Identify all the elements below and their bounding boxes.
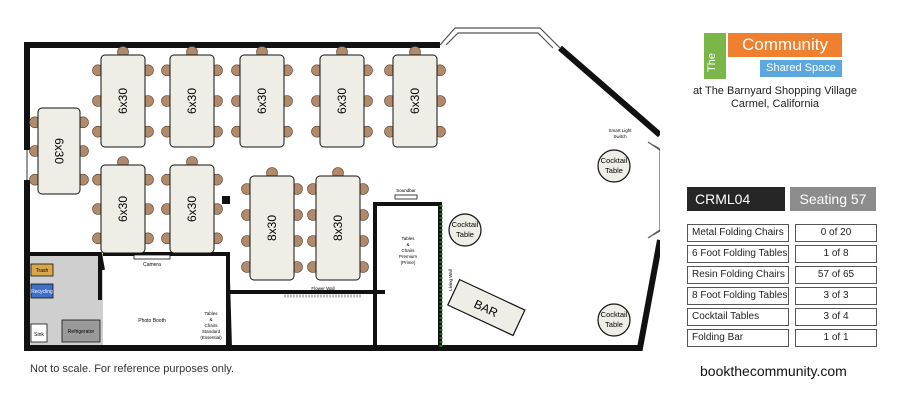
banquet-table[interactable] [392, 54, 438, 148]
standard-label: & [209, 317, 212, 322]
table-size-label: 8x30 [331, 215, 345, 241]
table-size-label: 6x30 [255, 88, 269, 114]
banquet-table[interactable] [100, 164, 146, 254]
cocktail-label: Cocktail [452, 220, 479, 229]
table-size-label: 6x30 [52, 138, 66, 164]
banquet-table[interactable] [319, 54, 365, 148]
disclaimer-note: Not to scale. For reference purposes onl… [30, 363, 235, 375]
premium-label: Tables [401, 236, 415, 241]
logo-the-text: The [706, 53, 718, 72]
sink-label: Sink [34, 332, 44, 338]
inventory-item: Metal Folding Chairs [687, 224, 789, 242]
cocktail-label: Cocktail [601, 310, 628, 319]
cocktail-label: Table [605, 166, 623, 175]
bar-counter[interactable]: BAR [446, 278, 526, 337]
premium-label: & [406, 242, 409, 247]
location-line-1: at The Barnyard Shopping Village [692, 85, 858, 97]
banquet-table[interactable] [169, 54, 215, 148]
seating-capacity: Seating 57 [790, 187, 876, 211]
inventory-item: Folding Bar [687, 329, 789, 347]
standard-label: Chairs [204, 323, 218, 328]
logo-the: The [704, 33, 726, 79]
refrigerator [61, 319, 101, 343]
inventory-row: Metal Folding Chairs 0 of 20 [687, 224, 877, 242]
inventory-count: 3 of 3 [795, 287, 877, 305]
table-size-label: 6x30 [185, 88, 199, 114]
room-code: CRML04 [687, 187, 785, 211]
table-size-label: 6x30 [116, 196, 130, 222]
trash-bin [30, 263, 54, 277]
premium-label: (Prime) [401, 260, 416, 265]
banquet-table[interactable] [169, 164, 215, 254]
inventory-item: 8 Foot Folding Tables [687, 287, 789, 305]
refrigerator-label: Refrigerator [68, 329, 95, 335]
recycling-bin [30, 283, 54, 299]
inventory-row: 6 Foot Folding Tables 1 of 8 [687, 245, 877, 263]
inventory-count: 57 of 65 [795, 266, 877, 284]
soundbar [394, 194, 418, 200]
logo-community: Community [728, 33, 842, 57]
inventory-item: Cocktail Tables [687, 308, 789, 326]
standard-label: Standard [202, 329, 221, 334]
recycling-label: Recycling [31, 289, 53, 295]
table-size-label: 8x30 [265, 215, 279, 241]
column [222, 196, 230, 204]
inventory-list: Metal Folding Chairs 0 of 20 6 Foot Foldi… [687, 224, 877, 350]
soundbar-label: Soundbar [396, 188, 416, 193]
interior-walls [27, 202, 442, 349]
smart-switch-label: Smart Light [608, 128, 632, 133]
trash-label: Trash [36, 268, 49, 274]
cocktail-label: Table [605, 320, 623, 329]
flower-wall-label: Flower Wall [311, 286, 334, 291]
cocktail-table[interactable]: Cocktail Table [448, 213, 482, 247]
inventory-row: Cocktail Tables 3 of 4 [687, 308, 877, 326]
banquet-table[interactable] [249, 175, 295, 281]
inventory-row: 8 Foot Folding Tables 3 of 3 [687, 287, 877, 305]
premium-label: Premium [399, 254, 417, 259]
camera [133, 254, 171, 260]
premium-label: Chairs [401, 248, 415, 253]
inventory-item: Resin Folding Chairs [687, 266, 789, 284]
smart-switch-label: Switch [613, 134, 627, 139]
inventory-row: Resin Folding Chairs 57 of 65 [687, 266, 877, 284]
logo-shared-space: Shared Space [760, 60, 842, 77]
outer-walls [24, 42, 660, 351]
standard-label: Tables [204, 311, 218, 316]
inventory-row: Folding Bar 1 of 1 [687, 329, 877, 347]
website-link[interactable]: bookthecommunity.com [700, 363, 847, 379]
cocktail-label: Table [456, 230, 474, 239]
brand-logo: The Community Shared Space [704, 33, 842, 79]
table-size-label: 6x30 [185, 196, 199, 222]
inventory-count: 3 of 4 [795, 308, 877, 326]
banquet-table[interactable] [239, 54, 285, 148]
banquet-table[interactable] [100, 54, 146, 148]
location-line-2: Carmel, California [730, 98, 820, 110]
table-size-label: 6x30 [408, 88, 422, 114]
standard-label: (Essential) [200, 335, 222, 340]
tables-layer: 6x30 6x30 6x30 6x30 6x30 6x30 6x30 8x30 8x30 6x30 [29, 46, 446, 281]
cocktail-table[interactable]: Cocktail Table [597, 303, 631, 337]
banquet-table[interactable] [315, 175, 361, 281]
camera-label: Camera [143, 262, 161, 268]
banquet-table[interactable] [37, 107, 81, 195]
table-size-label: 6x30 [335, 88, 349, 114]
photo-booth-label: Photo Booth [138, 318, 166, 324]
windows [26, 27, 660, 239]
inventory-count: 1 of 1 [795, 329, 877, 347]
inventory-count: 0 of 20 [795, 224, 877, 242]
cocktail-table[interactable]: Cocktail Table [597, 149, 631, 183]
sink [30, 323, 48, 343]
cocktail-label: Cocktail [601, 156, 628, 165]
living-wall-label: Living Wall [448, 269, 453, 291]
inventory-count: 1 of 8 [795, 245, 877, 263]
table-size-label: 6x30 [116, 88, 130, 114]
inventory-item: 6 Foot Folding Tables [687, 245, 789, 263]
